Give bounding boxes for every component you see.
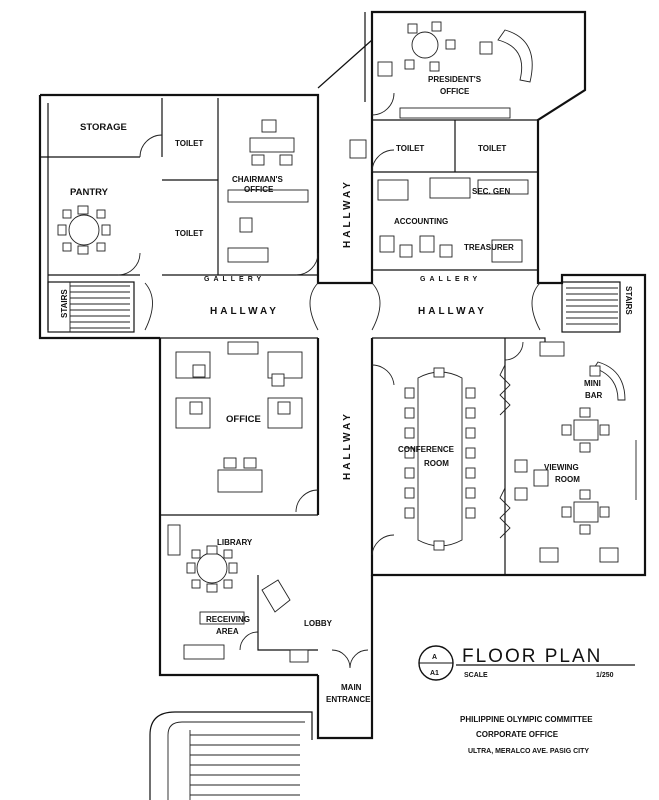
room-label-toilet: TOILET [175,139,203,148]
section-marker-icon [418,645,635,681]
room-label-receiving-area: AREA [216,627,239,636]
pantry-table [57,205,111,255]
chairmans-desk [227,119,309,263]
project-address: ULTRA, MERALCO AVE. PASIG CITY [468,748,589,755]
presidents-furniture [377,21,533,119]
scale-label: SCALE [464,672,488,679]
room-label-chairmans-office: OFFICE [244,185,274,194]
room-label-pantry: PANTRY [70,187,109,198]
viewing-room-furniture [514,341,637,563]
stairs-left-drawing [47,281,135,333]
room-label-main-entrance: MAIN [341,683,362,692]
room-label-receiving-area: RECEIVING [206,615,250,624]
room-label-presidents-office: OFFICE [440,87,470,96]
section-marker-top: A [432,654,437,661]
room-label-chairmans-office: CHAIRMAN'S [232,175,283,184]
room-label-library: LIBRARY [217,538,253,547]
room-label-mini-bar: MINI [584,379,601,388]
room-label-accounting: ACCOUNTING [394,217,448,226]
room-label-presidents-office: PRESIDENT'S [428,75,482,84]
hallway-label-lower: HALLWAY [342,411,353,480]
receiving-furniture [183,579,309,663]
gallery-label-right: GALLERY [420,276,481,283]
stairs-right-drawing [561,281,621,333]
office-workstations [175,341,303,493]
room-label-toilet: TOILET [396,144,424,153]
scale-value: 1/250 [596,672,614,679]
room-label-viewing-room: VIEWING [544,463,579,472]
stairs-bottom-drawing [167,721,305,800]
room-label-office: OFFICE [226,414,261,425]
room-label-sec-gen: SEC. GEN [472,187,510,196]
room-label-treasurer: TREASURER [464,243,514,252]
hallway-label-upper: HALLWAY [342,179,353,248]
section-marker-bottom: A1 [430,670,439,677]
room-label-main-entrance: ENTRANCE [326,695,371,704]
room-label-storage: STORAGE [80,122,127,133]
accounting-desks [349,139,529,263]
hallway-label-left: HALLWAY [210,306,279,317]
room-label-toilet: TOILET [478,144,506,153]
hallway-label-right: HALLWAY [418,306,487,317]
gallery-label-left: GALLERY [204,276,265,283]
drawing-title: FLOOR PLAN [462,646,602,667]
folding-partitions [499,364,511,539]
interior-walls [40,92,546,669]
project-name: CORPORATE OFFICE [476,730,559,739]
library-table [167,524,238,593]
room-label-conference-room: ROOM [424,459,449,468]
stairs-label-right: STAIRS [624,286,633,315]
room-label-viewing-room: ROOM [555,475,580,484]
room-label-mini-bar: BAR [585,391,603,400]
room-label-lobby: LOBBY [304,619,333,628]
client-name: PHILIPPINE OLYMPIC COMMITTEE [460,715,593,724]
room-label-toilet: TOILET [175,229,203,238]
conference-table [404,367,476,551]
room-label-conference-room: CONFERENCE [398,445,455,454]
stairs-label-left: STAIRS [60,289,69,318]
